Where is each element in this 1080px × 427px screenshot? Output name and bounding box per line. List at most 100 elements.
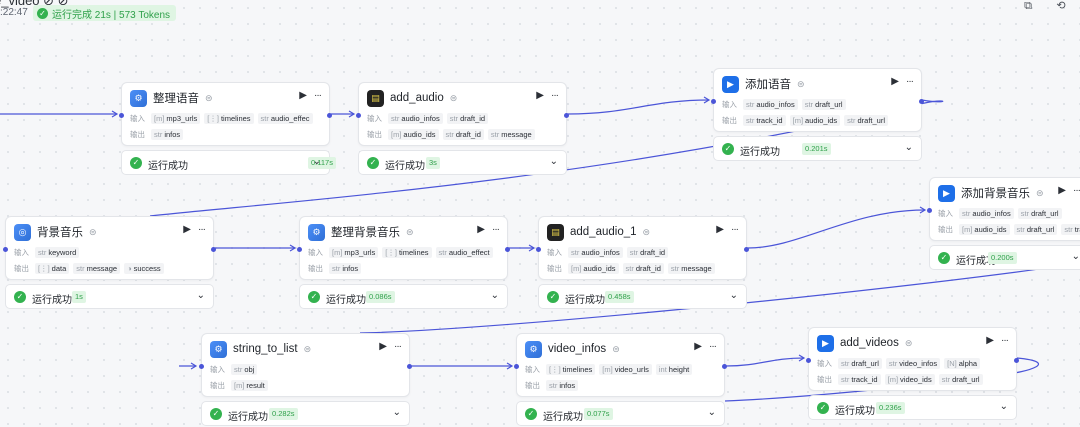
chevron-down-icon[interactable]: ⌄ [729,290,738,301]
run-node-icon[interactable]: ▶ [694,341,702,352]
output-port[interactable] [744,247,749,252]
chevron-down-icon[interactable]: ⌄ [490,290,499,301]
more-icon[interactable]: ··· [314,90,322,101]
output-port[interactable] [211,247,216,252]
run-node-icon[interactable]: ▶ [477,224,485,235]
chevron-down-icon[interactable]: ⌄ [999,401,1008,412]
more-icon[interactable]: ··· [492,224,500,235]
more-icon[interactable]: ··· [551,90,559,101]
more-icon[interactable]: ··· [731,224,739,235]
output-port[interactable] [722,364,727,369]
param-name: alpha [958,358,978,368]
input-port[interactable] [927,208,932,213]
workflow-node-n9[interactable]: ⚙video_infos⊜▶···输入[⋮]timelines[m]video_… [514,333,727,397]
param-name: audio_effec [270,113,310,123]
input-port[interactable] [297,247,302,252]
run-node-icon[interactable]: ▶ [1058,185,1066,196]
param-type: str [847,115,856,125]
chevron-down-icon[interactable]: ⌄ [1071,251,1080,262]
more-icon[interactable]: ··· [198,224,206,235]
more-icon[interactable]: ··· [394,341,402,352]
output-port[interactable] [505,247,510,252]
node-header: ▤add_audio_1⊜ [547,223,650,241]
param-name: draft_id [455,129,481,139]
input-port[interactable] [119,113,124,118]
history-icon[interactable]: ⟲ [1056,0,1066,12]
param-type: [⋮] [385,247,397,257]
run-time: :22:47 [0,7,28,18]
node-actions: ▶ ··· [986,335,1009,346]
run-node-icon[interactable]: ▶ [986,335,994,346]
chevron-down-icon[interactable]: ⌄ [392,407,401,418]
run-status-badge[interactable]: ✓ 运行完成 21s | 573 Tokens [33,5,177,21]
param-type: str [260,113,269,123]
input-port[interactable] [536,247,541,252]
param-type: [⋮] [38,263,50,273]
input-port[interactable] [711,99,716,104]
duration-badge: 0.077s [584,408,613,420]
node-actions: ▶ ··· [379,341,402,352]
output-port[interactable] [1014,358,1019,363]
chevron-down-icon[interactable]: ⌄ [549,156,558,167]
chevron-down-icon[interactable]: ⌄ [312,156,321,167]
output-port[interactable] [564,113,569,118]
node-header: ◎背景音乐⊜ [14,223,97,241]
chevron-down-icon[interactable]: ⌄ [196,290,205,301]
param-type: [m] [887,374,899,384]
run-node-icon[interactable]: ▶ [183,224,191,235]
param-type: str [571,247,580,257]
more-icon[interactable]: ··· [1001,335,1009,346]
output-port[interactable] [407,364,412,369]
input-port[interactable] [514,364,519,369]
input-port[interactable] [806,358,811,363]
copy-icon[interactable]: ⧉ [1024,0,1032,12]
param-type: str [490,129,500,139]
input-port[interactable] [356,113,361,118]
chevron-down-icon[interactable]: ⌄ [707,407,716,418]
param-type: int [658,364,667,374]
chevron-down-icon[interactable]: ⌄ [904,142,913,153]
param-type: str [941,374,951,384]
run-node-icon[interactable]: ▶ [299,90,307,101]
more-icon[interactable]: ··· [709,341,717,352]
input-port[interactable] [3,247,8,252]
param-type: str [438,247,447,257]
run-node-icon[interactable]: ▶ [716,224,724,235]
param-name: audio_ids [403,129,436,139]
duration-badge: 0.236s [876,402,905,414]
run-node-icon[interactable]: ▶ [379,341,387,352]
output-port[interactable] [327,113,332,118]
more-icon[interactable]: ··· [1073,185,1080,196]
more-icon[interactable]: ··· [906,76,914,87]
output-port[interactable] [919,99,924,104]
edge-arrow-icon [528,244,536,252]
input-port[interactable] [199,364,204,369]
param-type: [m] [792,115,804,125]
result-label: 运行成功 [956,256,996,267]
run-node-icon[interactable]: ▶ [891,76,899,87]
run-node-icon[interactable]: ▶ [536,90,544,101]
